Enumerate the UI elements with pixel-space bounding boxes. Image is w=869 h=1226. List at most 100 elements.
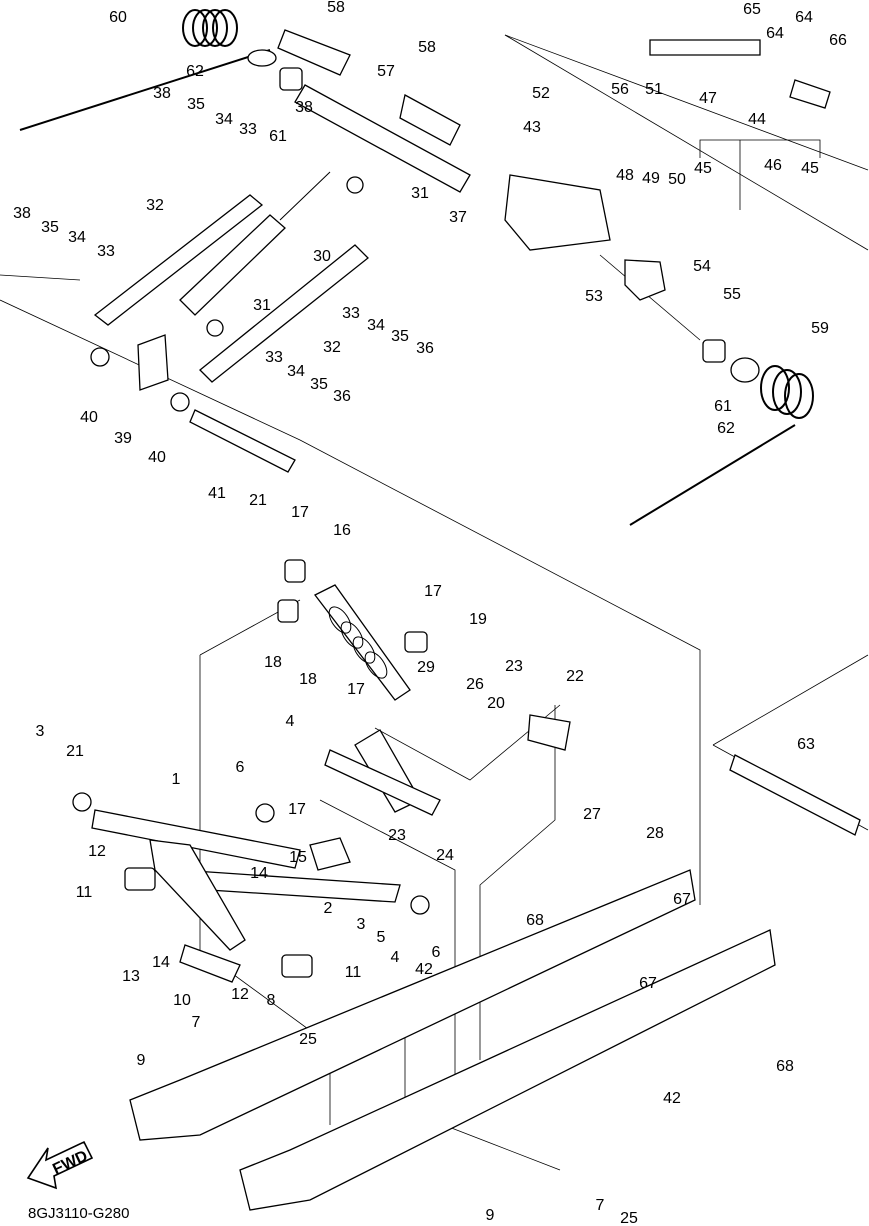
part-callout-2: 2 (324, 900, 333, 917)
shock-assembly (277, 559, 861, 836)
part-callout-59: 59 (811, 320, 829, 337)
part-callout-36: 36 (416, 340, 434, 357)
upper-arm-assembly (90, 9, 831, 473)
part-callout-62: 62 (717, 420, 735, 437)
part-callout-45: 45 (801, 160, 819, 177)
part-callout-53: 53 (585, 288, 603, 305)
part-callout-6: 6 (432, 944, 441, 961)
part-callout-45: 45 (694, 160, 712, 177)
bushing-6-b (255, 803, 275, 823)
part-callout-41: 41 (208, 485, 226, 502)
front-arm-assembly (72, 792, 430, 983)
fwd-arrow: FWD (26, 1140, 94, 1190)
part-callout-49: 49 (642, 170, 660, 187)
part-callout-23: 23 (388, 827, 406, 844)
part-callout-9: 9 (486, 1207, 495, 1224)
bushing-40-b (170, 392, 190, 412)
part-callout-12: 12 (88, 843, 106, 860)
part-callout-52: 52 (532, 85, 550, 102)
part-callout-9: 9 (137, 1052, 146, 1069)
part-callout-68: 68 (526, 912, 544, 929)
part-callout-40: 40 (148, 449, 166, 466)
part-callout-40: 40 (80, 409, 98, 426)
slide-rail-left (129, 869, 696, 1141)
part-callout-38: 38 (295, 99, 313, 116)
fwd-arrow-icon (26, 1140, 94, 1190)
slide-rail-right (239, 929, 776, 1211)
part-callout-20: 20 (487, 695, 505, 712)
part-callout-54: 54 (693, 258, 711, 275)
collar-18 (277, 599, 299, 623)
part-callout-19: 19 (469, 611, 487, 628)
part-callout-35: 35 (310, 376, 328, 393)
shaft-57 (294, 84, 471, 193)
shock-coils (328, 606, 388, 679)
part-callout-44: 44 (748, 111, 766, 128)
tube-58-a (277, 29, 351, 76)
part-callout-26: 26 (466, 676, 484, 693)
part-callout-31: 31 (411, 185, 429, 202)
part-callout-61: 61 (714, 398, 732, 415)
part-callout-60: 60 (109, 9, 127, 26)
part-callout-8: 8 (267, 992, 276, 1009)
part-callout-35: 35 (41, 219, 59, 236)
part-callout-21: 21 (66, 743, 84, 760)
part-callout-34: 34 (367, 317, 385, 334)
part-callout-3: 3 (36, 723, 45, 740)
collar-17-a (284, 559, 306, 583)
washer-62-left (247, 49, 277, 67)
plate-39 (137, 334, 169, 391)
part-callout-10: 10 (173, 992, 191, 1009)
bushing-31 (206, 319, 224, 337)
part-callout-67: 67 (673, 891, 691, 908)
bracket-43 (504, 174, 611, 251)
part-callout-18: 18 (299, 671, 317, 688)
part-callout-25: 25 (620, 1210, 638, 1226)
part-callout-11: 11 (345, 964, 362, 981)
part-callout-5: 5 (377, 929, 386, 946)
part-callout-63: 63 (797, 736, 815, 753)
collar-61-right (702, 339, 726, 363)
part-callout-39: 39 (114, 430, 132, 447)
part-callout-29: 29 (417, 659, 435, 676)
part-callout-21: 21 (249, 492, 267, 509)
part-callout-64: 64 (766, 25, 784, 42)
part-callout-34: 34 (68, 229, 86, 246)
torsion-spring-right (760, 365, 814, 419)
part-callout-50: 50 (668, 171, 686, 188)
part-callout-31: 31 (253, 297, 271, 314)
part-callout-34: 34 (215, 111, 233, 128)
slide-rails (129, 869, 776, 1211)
collar-66 (789, 79, 831, 109)
part-callout-58: 58 (418, 39, 436, 56)
collar-61 (279, 67, 303, 91)
part-callout-7: 7 (596, 1197, 605, 1214)
part-callout-35: 35 (187, 96, 205, 113)
part-callout-18: 18 (264, 654, 282, 671)
part-callout-17: 17 (288, 801, 306, 818)
part-callout-15: 15 (289, 849, 307, 866)
part-callout-43: 43 (523, 119, 541, 136)
part-callout-1: 1 (172, 771, 181, 788)
shock-absorber-30 (179, 214, 286, 316)
part-callout-12: 12 (231, 986, 249, 1003)
shaft-47 (649, 39, 761, 56)
torsion-spring-left (182, 9, 238, 47)
part-callout-33: 33 (97, 243, 115, 260)
part-callout-13: 13 (122, 968, 140, 985)
part-callout-65: 65 (743, 1, 761, 18)
part-callout-35: 35 (391, 328, 409, 345)
shaft-23 (324, 749, 441, 816)
bushing-31-b (346, 176, 364, 194)
part-callout-17: 17 (347, 681, 365, 698)
part-callout-62: 62 (186, 63, 204, 80)
tube-58-b (399, 94, 461, 146)
part-callout-7: 7 (192, 1014, 201, 1031)
collar-17-b (404, 631, 428, 653)
part-callout-23: 23 (505, 658, 523, 675)
part-callout-17: 17 (424, 583, 442, 600)
part-callout-17: 17 (291, 504, 309, 521)
bushing-3 (72, 792, 92, 812)
